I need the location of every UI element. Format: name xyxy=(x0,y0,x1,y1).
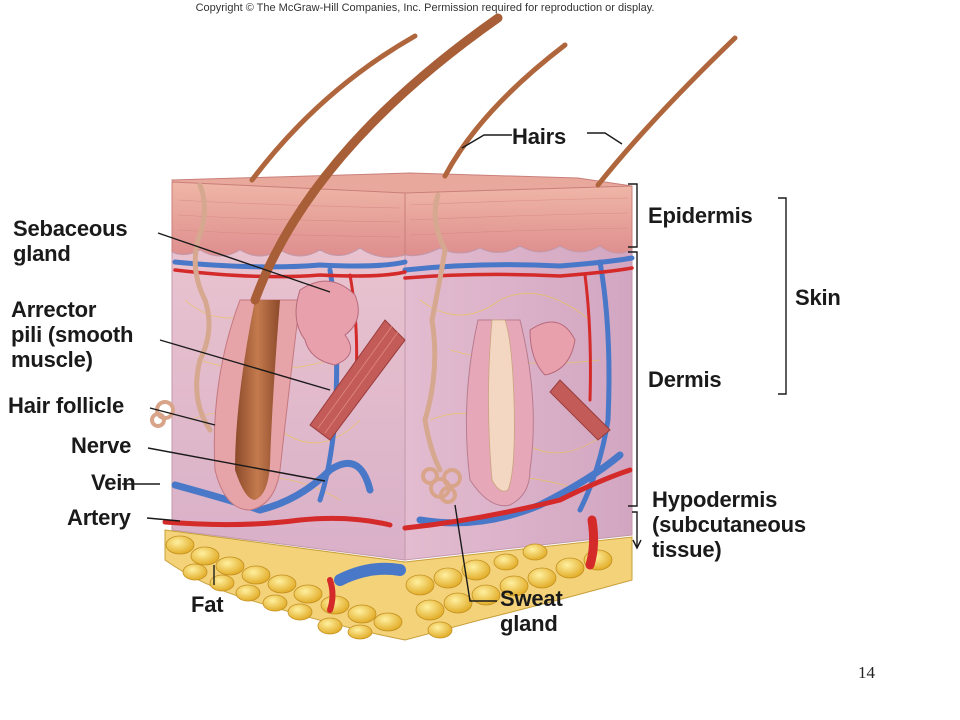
label-sebaceous-line2: gland xyxy=(13,241,71,266)
epidermis-layer xyxy=(171,181,633,258)
hair-follicle-right xyxy=(465,319,611,507)
artery-vessels xyxy=(162,266,634,613)
hair-follicle-main xyxy=(213,299,301,511)
label-arrector-line2: pili (smooth xyxy=(11,322,134,347)
label-arrector-pili: Arrector pili (smooth muscle) xyxy=(11,297,133,372)
copyright-notice: Copyright © The McGraw-Hill Companies, I… xyxy=(195,2,655,14)
hair-shafts xyxy=(249,13,738,305)
label-hairs: Hairs xyxy=(512,124,567,149)
label-dermis: Dermis xyxy=(648,367,722,392)
label-skin: Skin xyxy=(795,285,841,310)
label-hypodermis-line1: Hypodermis xyxy=(652,487,778,512)
label-arrector-line1: Arrector xyxy=(11,297,97,322)
label-arrector-line3: muscle) xyxy=(11,347,93,372)
sebaceous-gland-main xyxy=(295,280,359,366)
sweat-gland-ducts xyxy=(192,182,448,473)
label-epidermis: Epidermis xyxy=(648,203,753,228)
arrector-pili-muscle xyxy=(309,319,406,441)
label-sebaceous-line1: Sebaceous xyxy=(13,216,128,241)
label-leader-lines xyxy=(122,132,787,602)
label-hypodermis: Hypodermis (subcutaneous tissue) xyxy=(652,487,806,562)
page-number: 14 xyxy=(858,663,875,682)
fat-layer xyxy=(164,529,633,641)
label-nerve: Nerve xyxy=(71,433,132,458)
label-hypodermis-line2: (subcutaneous xyxy=(652,512,806,537)
label-sweat-line1: Sweat xyxy=(500,586,563,611)
label-sweat-line2: gland xyxy=(500,611,558,636)
label-vein: Vein xyxy=(91,470,136,495)
label-sebaceous-gland: Sebaceous gland xyxy=(13,216,128,266)
label-hypodermis-line3: tissue) xyxy=(652,537,722,562)
label-sweat-gland: Sweat gland xyxy=(500,586,563,636)
label-artery: Artery xyxy=(67,505,131,530)
sweat-gland-coil xyxy=(150,400,462,504)
label-hair-follicle: Hair follicle xyxy=(8,393,124,418)
label-fat: Fat xyxy=(191,592,224,617)
